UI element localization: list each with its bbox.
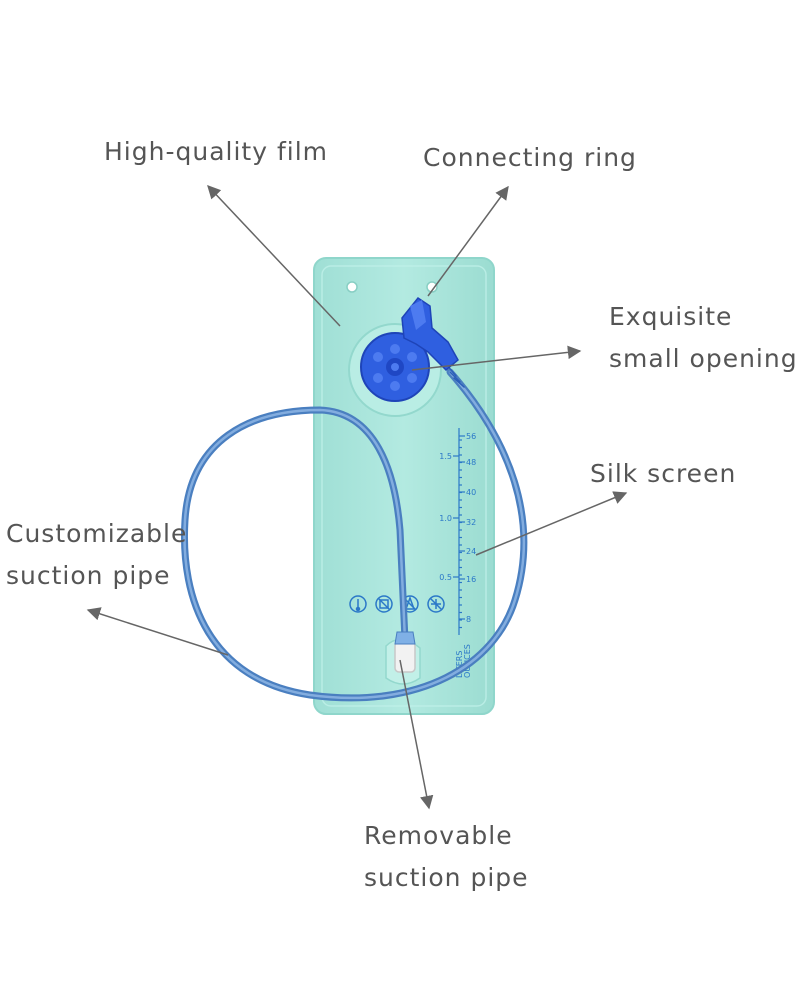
callout-line: suction pipe bbox=[364, 863, 529, 892]
no-dishwasher-icon bbox=[375, 595, 393, 613]
callout-small-opening: Exquisite small opening bbox=[609, 296, 798, 380]
scale-ounce-label: 56 bbox=[466, 432, 476, 441]
scale-ounce-label: 8 bbox=[466, 615, 471, 624]
scale-ounce-label: 16 bbox=[466, 575, 476, 584]
scale-liter-label: 1.0 bbox=[439, 514, 452, 523]
no-freeze-icon bbox=[427, 595, 445, 613]
callout-arrows bbox=[86, 185, 628, 810]
scale-ounce-label: 24 bbox=[466, 547, 476, 556]
callout-line: Removable bbox=[364, 821, 513, 850]
callout-line: Exquisite bbox=[609, 302, 733, 331]
screw-cap bbox=[360, 296, 459, 402]
callout-line: Customizable bbox=[6, 519, 188, 548]
scale-ounce-label: 32 bbox=[466, 518, 476, 527]
scale-ounce-label: 40 bbox=[466, 488, 476, 497]
arrow-removable bbox=[399, 659, 434, 810]
suction-tube bbox=[180, 363, 528, 702]
scale-unit-label: LITERS bbox=[455, 651, 464, 678]
hang-hole-left bbox=[346, 281, 358, 293]
scale-liter-label: 0.5 bbox=[439, 573, 452, 582]
callout-silk-screen: Silk screen bbox=[590, 453, 736, 495]
arrow-custom bbox=[86, 607, 229, 656]
care-icons bbox=[349, 595, 445, 613]
arrow-film bbox=[207, 185, 341, 327]
scale-ounce-label: 48 bbox=[466, 458, 476, 467]
tube-end-plug bbox=[394, 641, 416, 673]
callout-connecting-ring: Connecting ring bbox=[423, 137, 637, 179]
arrow-opening bbox=[411, 345, 582, 371]
hang-hole-right bbox=[426, 281, 438, 293]
callout-line: suction pipe bbox=[6, 561, 171, 590]
arrow-silk bbox=[475, 491, 628, 556]
callout-removable-pipe: Removable suction pipe bbox=[364, 815, 529, 899]
scale-liter-label: 1.5 bbox=[439, 452, 452, 461]
callout-line: small opening bbox=[609, 344, 798, 373]
callout-line: High-quality film bbox=[104, 137, 328, 166]
arrow-ring bbox=[427, 185, 509, 297]
callout-line: Silk screen bbox=[590, 459, 737, 488]
thermometer-icon bbox=[349, 595, 367, 613]
callout-customizable-pipe: Customizable suction pipe bbox=[6, 513, 187, 597]
callout-line: Connecting ring bbox=[423, 143, 637, 172]
callout-high-quality-film: High-quality film bbox=[104, 131, 328, 173]
silk-screen-scale bbox=[453, 428, 465, 635]
